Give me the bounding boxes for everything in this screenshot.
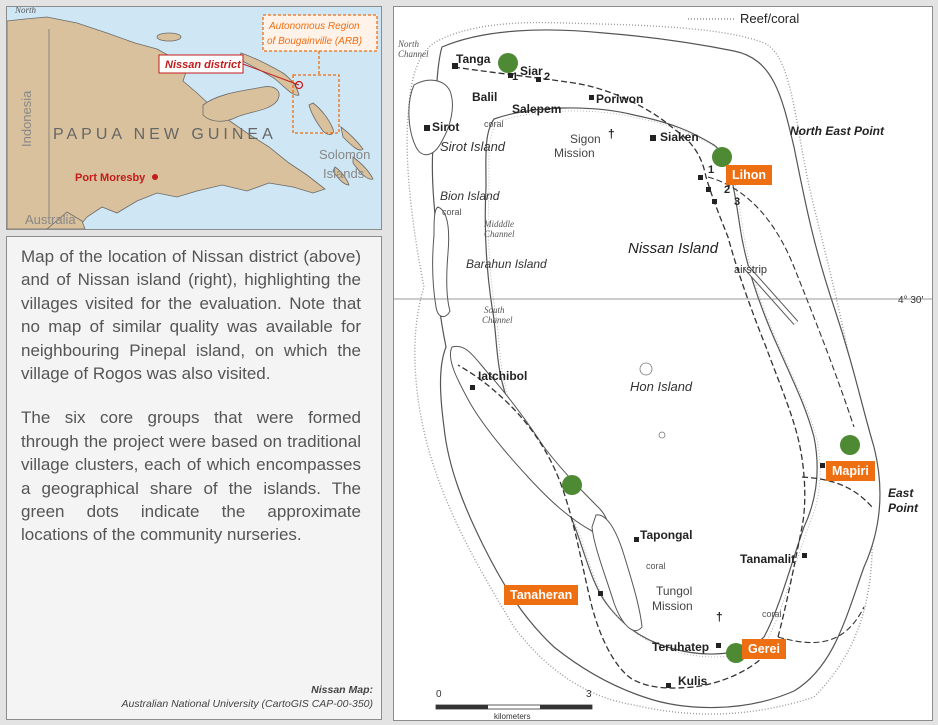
village-label-tanaheran: Tanaheran bbox=[504, 585, 579, 605]
east-label: East bbox=[888, 486, 914, 500]
scale-0-label: 0 bbox=[436, 689, 442, 700]
indonesia-label: Indonesia bbox=[19, 90, 34, 147]
island-road bbox=[453, 66, 806, 689]
village-label-gerei: Gerei bbox=[742, 639, 786, 659]
iatchibol-label: Iatchibol bbox=[478, 369, 527, 383]
nursery-dot-mapiri bbox=[840, 435, 860, 455]
arb-label-line2: of Bougainville (ARB) bbox=[267, 36, 362, 47]
tanamalit-label: Tanamalit bbox=[740, 552, 795, 566]
nursery-dot-tanaheran bbox=[562, 475, 582, 495]
sirot-island bbox=[408, 79, 453, 156]
port-moresby-label: Port Moresby bbox=[75, 172, 146, 184]
tungol-cross-icon: † bbox=[716, 610, 723, 624]
north-channel-label-1: North bbox=[397, 39, 420, 49]
australia-landmass bbox=[46, 211, 86, 229]
nursery-dot-lihon bbox=[712, 147, 732, 167]
nissan-island-label: Nissan Island bbox=[628, 240, 719, 257]
tungol-label: Tungol bbox=[656, 584, 692, 598]
coral-label-2: coral bbox=[442, 207, 462, 217]
nursery-dot-gerei bbox=[726, 643, 746, 663]
islands-label: Islands bbox=[323, 166, 365, 181]
inset-north-label: North bbox=[14, 7, 37, 15]
nursery-dot-tanga bbox=[498, 53, 518, 73]
poriwon-label: Poriwon bbox=[596, 92, 643, 106]
north-channel-label-2: Channel bbox=[398, 49, 429, 59]
inset-map-svg: North Indonesia PAPUA NEW GUINEA Austral… bbox=[7, 7, 378, 229]
scale-bar bbox=[435, 704, 593, 710]
new-guinea-landmass bbox=[7, 16, 326, 229]
teruhatep-label: Teruhatep bbox=[652, 640, 709, 654]
reef-label: Reef/coral bbox=[740, 11, 799, 26]
siar-label: Siar bbox=[520, 64, 543, 78]
point-label: Point bbox=[888, 501, 919, 515]
solomon-label: Solomon bbox=[319, 147, 370, 162]
new-britain-island bbox=[202, 86, 280, 122]
coral-label-3: coral bbox=[646, 561, 666, 571]
middle-channel-label-1: Midddle bbox=[483, 219, 514, 229]
sirot-label: Sirot bbox=[432, 120, 459, 134]
lihon-1-label: 1 bbox=[708, 164, 714, 176]
cross-icon: † bbox=[608, 127, 615, 141]
bougainville-island bbox=[308, 102, 334, 135]
png-label: PAPUA NEW GUINEA bbox=[53, 126, 277, 143]
sigon-mission-label: Mission bbox=[554, 146, 595, 160]
village-label-lihon: Lihon bbox=[726, 165, 773, 185]
kilometers-label: kilometers bbox=[494, 712, 530, 720]
arb-label-box bbox=[262, 14, 378, 52]
nissan-map-svg: Reef/coral North Channel Tanga 1 Siar 2 … bbox=[394, 11, 932, 720]
siar-1-label: 1 bbox=[512, 71, 518, 83]
hon-island bbox=[639, 362, 653, 376]
arb-region-box bbox=[292, 74, 340, 134]
tungol-mission-label: Mission bbox=[652, 599, 693, 613]
south-channel-label-2: Channel bbox=[482, 315, 513, 325]
barahun-island bbox=[432, 206, 451, 317]
tanga-label: Tanga bbox=[456, 52, 491, 66]
coral-label-1: coral bbox=[484, 119, 504, 129]
nissan-island-map: Reef/coral North Channel Tanga 1 Siar 2 … bbox=[393, 6, 933, 721]
caption-text: Map of the location of Nissan district (… bbox=[21, 245, 361, 568]
map-credit-source: Australian National University (CartoGIS… bbox=[121, 698, 373, 710]
lihon-2-label: 2 bbox=[724, 184, 730, 196]
lihon-3-label: 3 bbox=[734, 196, 740, 208]
arb-label-line1: Autonomous Region bbox=[268, 21, 360, 32]
sigon-label: Sigon bbox=[570, 132, 601, 146]
village-markers bbox=[424, 63, 825, 688]
bion-island-label: Bion Island bbox=[440, 189, 500, 203]
hon-island-label: Hon Island bbox=[630, 379, 693, 394]
north-east-point-label: North East Point bbox=[790, 124, 885, 138]
coral-label-4: coral bbox=[762, 609, 782, 619]
map-credit-title: Nissan Map: bbox=[311, 684, 373, 696]
salepem-label: Salepem bbox=[512, 102, 561, 116]
caption-paragraph-1: Map of the location of Nissan district (… bbox=[21, 247, 361, 384]
south-channel-label-1: South bbox=[484, 305, 505, 315]
nissan-district-marker bbox=[294, 80, 304, 90]
inset-map: North Indonesia PAPUA NEW GUINEA Austral… bbox=[6, 6, 382, 230]
nissan-district-label: Nissan district bbox=[165, 59, 242, 71]
map-credit: Nissan Map: Australian National Universi… bbox=[121, 683, 373, 711]
middle-channel-label-2: Channel bbox=[484, 229, 515, 239]
caption-panel: Map of the location of Nissan district (… bbox=[6, 236, 382, 720]
balil-label: Balil bbox=[472, 90, 497, 104]
siaken-label: Siaken bbox=[660, 130, 699, 144]
sirot-island-label: Sirot Island bbox=[440, 139, 506, 154]
airstrip-label: airstrip bbox=[734, 264, 767, 276]
caption-paragraph-2: The six core groups that were formed thr… bbox=[21, 408, 361, 545]
port-moresby-marker bbox=[152, 174, 158, 180]
tapongal-island bbox=[591, 514, 643, 632]
village-label-mapiri: Mapiri bbox=[826, 461, 875, 481]
kulis-label: Kulis bbox=[678, 674, 708, 688]
siar-2-label: 2 bbox=[544, 71, 550, 83]
reef-outline bbox=[406, 21, 873, 715]
australia-label: Australia bbox=[25, 212, 76, 227]
barahun-island-label: Barahun Island bbox=[466, 257, 547, 271]
latitude-label: 4° 30' bbox=[898, 295, 923, 306]
tapongal-label: Tapongal bbox=[640, 528, 692, 542]
scale-3-label: 3 bbox=[586, 689, 592, 700]
